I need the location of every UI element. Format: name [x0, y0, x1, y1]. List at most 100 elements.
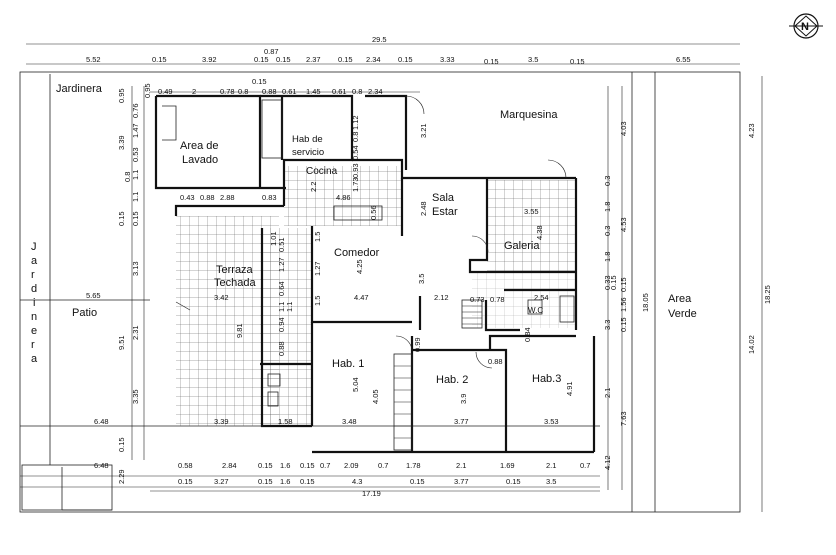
- svg-text:2.2: 2.2: [309, 182, 318, 192]
- svg-text:0.84: 0.84: [523, 327, 532, 342]
- svg-text:0.49: 0.49: [158, 87, 173, 96]
- svg-text:2.34: 2.34: [368, 87, 383, 96]
- svg-text:3.77: 3.77: [454, 477, 469, 486]
- svg-text:1.1: 1.1: [131, 170, 140, 180]
- svg-text:5.04: 5.04: [351, 377, 360, 392]
- svg-text:0.8: 0.8: [123, 172, 132, 182]
- svg-text:17.19: 17.19: [362, 489, 381, 498]
- svg-text:a: a: [31, 255, 38, 267]
- label-area-1: Area: [668, 293, 692, 305]
- svg-text:0.54: 0.54: [351, 145, 360, 160]
- svg-text:1.12: 1.12: [351, 115, 360, 130]
- svg-text:1.73: 1.73: [351, 177, 360, 192]
- svg-text:0.58: 0.58: [178, 461, 193, 470]
- dimension-texts-interior: 3.21 1.12 0.8 0.54 0.93 2.2 1.73 4.86 0.…: [86, 115, 772, 470]
- svg-text:2.12: 2.12: [434, 293, 449, 302]
- svg-text:4.25: 4.25: [355, 259, 364, 274]
- svg-text:0.95: 0.95: [117, 88, 126, 103]
- svg-text:2.34: 2.34: [366, 55, 381, 64]
- svg-text:3.5: 3.5: [528, 55, 538, 64]
- svg-text:0.83: 0.83: [262, 193, 277, 202]
- label-galeria: Galeria: [504, 240, 540, 252]
- svg-text:0.95: 0.95: [143, 83, 152, 98]
- svg-text:1.27: 1.27: [313, 261, 322, 276]
- svg-text:2.48: 2.48: [419, 201, 428, 216]
- svg-text:4.05: 4.05: [371, 389, 380, 404]
- svg-text:r: r: [31, 339, 35, 351]
- svg-text:4.3: 4.3: [352, 477, 362, 486]
- svg-text:14.02: 14.02: [747, 335, 756, 354]
- svg-text:0.15: 0.15: [570, 57, 585, 66]
- svg-text:0.7: 0.7: [378, 461, 388, 470]
- label-jardinera-top: Jardinera: [56, 83, 103, 95]
- svg-text:9.51: 9.51: [117, 335, 126, 350]
- label-terraza-1: Terraza: [216, 264, 254, 276]
- svg-text:29.5: 29.5: [372, 35, 387, 44]
- svg-text:1.58: 1.58: [278, 417, 293, 426]
- svg-text:4.91: 4.91: [565, 381, 574, 396]
- svg-text:0.61: 0.61: [332, 87, 347, 96]
- svg-text:n: n: [31, 311, 37, 323]
- svg-text:7.63: 7.63: [619, 411, 628, 426]
- svg-text:0.8: 0.8: [351, 132, 360, 142]
- svg-text:0.15: 0.15: [338, 55, 353, 64]
- svg-text:0.15: 0.15: [252, 77, 267, 86]
- svg-text:2.88: 2.88: [220, 193, 235, 202]
- svg-text:3.33: 3.33: [440, 55, 455, 64]
- label-hab-2: Hab. 2: [436, 374, 468, 386]
- compass-letter: N: [801, 21, 809, 33]
- label-lavado-2: Lavado: [182, 154, 218, 166]
- svg-text:4.23: 4.23: [747, 123, 756, 138]
- svg-text:1.1: 1.1: [131, 192, 140, 202]
- svg-text:0.88: 0.88: [262, 87, 277, 96]
- svg-text:0.88: 0.88: [488, 357, 503, 366]
- label-servicio-1: Hab de: [292, 134, 323, 145]
- svg-text:0.73: 0.73: [470, 295, 485, 304]
- svg-text:5.65: 5.65: [86, 291, 101, 300]
- svg-text:0.56: 0.56: [369, 205, 378, 220]
- svg-text:2.31: 2.31: [131, 325, 140, 340]
- svg-text:4.03: 4.03: [619, 121, 628, 136]
- svg-text:0.99: 0.99: [413, 337, 422, 352]
- label-hab-1: Hab. 1: [332, 358, 364, 370]
- svg-text:1.1: 1.1: [277, 302, 286, 312]
- svg-text:2.37: 2.37: [306, 55, 321, 64]
- svg-text:2.84: 2.84: [222, 461, 237, 470]
- svg-text:0.3: 0.3: [603, 226, 612, 236]
- svg-text:3.35: 3.35: [131, 389, 140, 404]
- svg-text:0.15: 0.15: [117, 211, 126, 226]
- svg-text:0.15: 0.15: [484, 57, 499, 66]
- svg-text:0.15: 0.15: [131, 211, 140, 226]
- label-comedor: Comedor: [334, 247, 380, 259]
- svg-text:3.27: 3.27: [214, 477, 229, 486]
- svg-text:3.21: 3.21: [419, 123, 428, 138]
- svg-text:0.15: 0.15: [410, 477, 425, 486]
- svg-text:3.9: 3.9: [459, 394, 468, 404]
- dimension-texts-top: 29.5 0.87 5.52 0.15 3.92 0.15 0.15 2.37 …: [86, 35, 691, 96]
- svg-text:0.87: 0.87: [264, 47, 279, 56]
- north-arrow-icon: N: [789, 13, 823, 39]
- svg-text:i: i: [33, 297, 35, 309]
- svg-text:1.01: 1.01: [269, 231, 278, 246]
- svg-text:2.1: 2.1: [603, 388, 612, 398]
- svg-text:1.47: 1.47: [131, 123, 140, 138]
- label-sala-2: Estar: [432, 206, 458, 218]
- svg-text:3.92: 3.92: [202, 55, 217, 64]
- svg-text:3.77: 3.77: [454, 417, 469, 426]
- svg-text:6.55: 6.55: [676, 55, 691, 64]
- svg-text:0.15: 0.15: [276, 55, 291, 64]
- svg-text:0.78: 0.78: [220, 87, 235, 96]
- dimension-texts-left: 0.95 0.76 0.95 3.39 1.47 0.53 1.1 0.8 0.…: [117, 83, 152, 484]
- svg-text:0.15: 0.15: [506, 477, 521, 486]
- svg-text:4.47: 4.47: [354, 293, 369, 302]
- dimension-texts-bottom: 6.48 0.58 2.84 0.15 1.6 0.15 0.7 2.09 0.…: [94, 461, 590, 498]
- svg-text:0.76: 0.76: [131, 103, 140, 118]
- svg-text:2.29: 2.29: [117, 469, 126, 484]
- svg-text:0.15: 0.15: [300, 477, 315, 486]
- svg-text:4.86: 4.86: [336, 193, 351, 202]
- svg-text:3.13: 3.13: [131, 261, 140, 276]
- label-patio: Patio: [72, 307, 97, 319]
- svg-text:1.5: 1.5: [313, 232, 322, 242]
- svg-text:2.54: 2.54: [534, 293, 549, 302]
- svg-text:0.88: 0.88: [277, 341, 286, 356]
